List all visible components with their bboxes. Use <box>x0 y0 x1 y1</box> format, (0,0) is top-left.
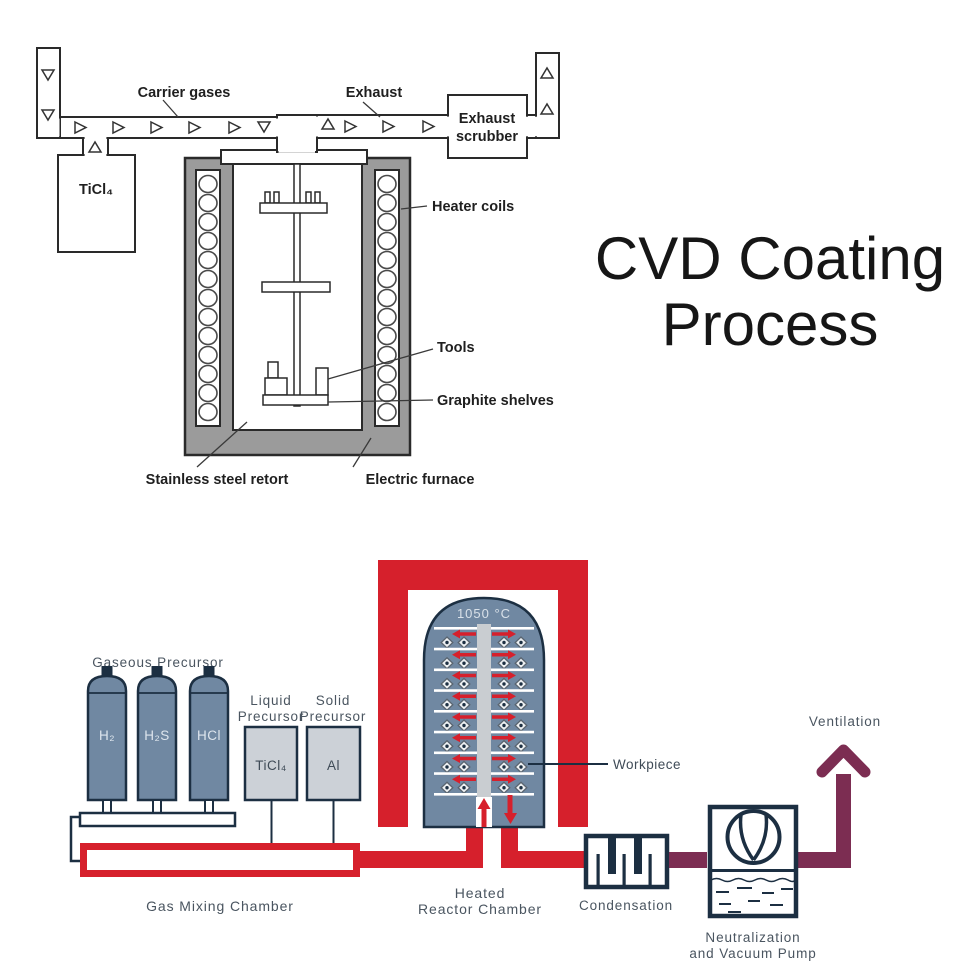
tool-stud <box>264 191 271 204</box>
solid-precursor-label-1: Solid <box>316 693 351 708</box>
neutralization-liquid <box>710 877 796 913</box>
ticl4-label: TiCl₄ <box>79 182 113 198</box>
ticl4-vessel <box>57 154 136 253</box>
manifold-elbow <box>69 815 80 863</box>
gaseous-precursor-label: Gaseous Precursor <box>92 655 224 670</box>
outlet-arrow-icon <box>504 795 517 824</box>
hcl-label: HCl <box>197 728 221 743</box>
solid-precursor-label-2: Precursor <box>300 709 367 724</box>
workpiece-label: Workpiece <box>613 757 681 772</box>
carrier-gases-label: Carrier gases <box>138 85 231 101</box>
exhaust-label: Exhaust <box>346 85 403 101</box>
al-vessel <box>305 725 362 802</box>
outlet-pipe-horizontal <box>501 851 584 868</box>
condensation-box <box>583 833 670 890</box>
stainless-steel-retort-label: Stainless steel retort <box>146 472 289 488</box>
ventilation-arrow-icon <box>816 744 871 778</box>
vent-riser-pipe <box>836 774 851 868</box>
gas-manifold <box>78 811 237 828</box>
pipe-joints <box>39 116 538 157</box>
ventilation-label: Ventilation <box>809 714 881 729</box>
condenser-fins-icon <box>596 836 652 886</box>
cvd-reactor-schematic: Carrier gases Exhaust Exhaust scrubber T… <box>36 47 560 488</box>
tool-stud <box>305 191 312 204</box>
graphite-shelves-label: Graphite shelves <box>437 393 554 409</box>
inlet-pipe-horizontal <box>357 851 469 868</box>
neutralization-label-1: Neutralization <box>705 930 800 945</box>
liquid-precursor-group: Liquid Precursor TiCl₄ <box>238 693 305 848</box>
inlet-duct <box>276 114 318 153</box>
liquid-precursor-label-2: Precursor <box>238 709 305 724</box>
heater-coils-label: Heater coils <box>432 199 514 215</box>
gas-cylinder-h2s: H₂S <box>136 666 178 814</box>
tools-label: Tools <box>437 340 475 356</box>
gas-mixing-chamber-label: Gas Mixing Chamber <box>146 898 294 914</box>
ticl4-label: TiCl₄ <box>255 758 287 773</box>
inlet-arrow-icon <box>477 798 491 827</box>
gas-cylinder-hcl: HCl <box>188 666 230 814</box>
scrubber-outlet-pipe <box>535 52 560 139</box>
ticl4-vessel <box>243 725 299 802</box>
neutralization-label-2: and Vacuum Pump <box>689 946 816 961</box>
heated-reactor-group: 1050 °C Heat <box>378 560 588 917</box>
tool-stud <box>314 191 321 204</box>
condensation-group: Condensation <box>579 833 673 913</box>
tool-block <box>267 361 279 379</box>
exhaust-scrubber-box <box>447 94 528 159</box>
h2-label: H₂ <box>99 728 115 743</box>
h2s-label: H₂S <box>144 728 170 743</box>
gas-mixing-chamber <box>80 843 360 877</box>
furnace-assembly <box>183 114 412 457</box>
cond-to-pump-pipe <box>669 852 707 868</box>
page-title: CVD Coating Process <box>594 225 946 358</box>
furnace-walls <box>378 560 588 827</box>
reactor-piping <box>357 827 584 868</box>
gaseous-precursor-group: Gaseous Precursor H₂ H₂S HCl <box>69 655 237 863</box>
heater-coil-channel-right <box>374 169 400 427</box>
carrier-gas-pipe <box>59 116 278 139</box>
al-label: Al <box>327 758 340 773</box>
graphite-shelf-top <box>259 202 328 214</box>
condensation-label: Condensation <box>579 898 673 913</box>
center-column <box>477 624 491 827</box>
tool-block <box>315 367 329 396</box>
exhaust-scrubber-label-2: scrubber <box>456 129 518 145</box>
cvd-process-flow-diagram: Gaseous Precursor H₂ H₂S HCl <box>69 560 881 961</box>
workpiece-rack <box>434 627 534 796</box>
gas-cylinder-h2: H₂ <box>86 666 128 814</box>
inlet-pipe-vertical <box>466 827 483 868</box>
leader-lines <box>162 99 434 468</box>
solid-precursor-group: Solid Precursor Al <box>300 693 367 848</box>
exhaust-scrubber-label-1: Exhaust <box>459 111 516 127</box>
electric-furnace-label: Electric furnace <box>366 472 475 488</box>
neutralization-pump-group: Neutralization and Vacuum Pump <box>689 804 816 961</box>
exhaust-piping <box>669 774 851 868</box>
graphite-shelf-middle <box>261 281 331 293</box>
liquid-precursor-label-1: Liquid <box>250 693 291 708</box>
tool-block <box>264 377 288 396</box>
graphite-shelf-bottom <box>262 394 329 406</box>
tool-stud <box>273 191 280 204</box>
temperature-label: 1050 °C <box>457 606 511 621</box>
vacuum-pump-icon <box>725 809 782 865</box>
heated-reactor-label-1: Heated <box>455 885 506 901</box>
heater-coil-channel-left <box>195 169 221 427</box>
heated-reactor-label-2: Reactor Chamber <box>418 901 542 917</box>
